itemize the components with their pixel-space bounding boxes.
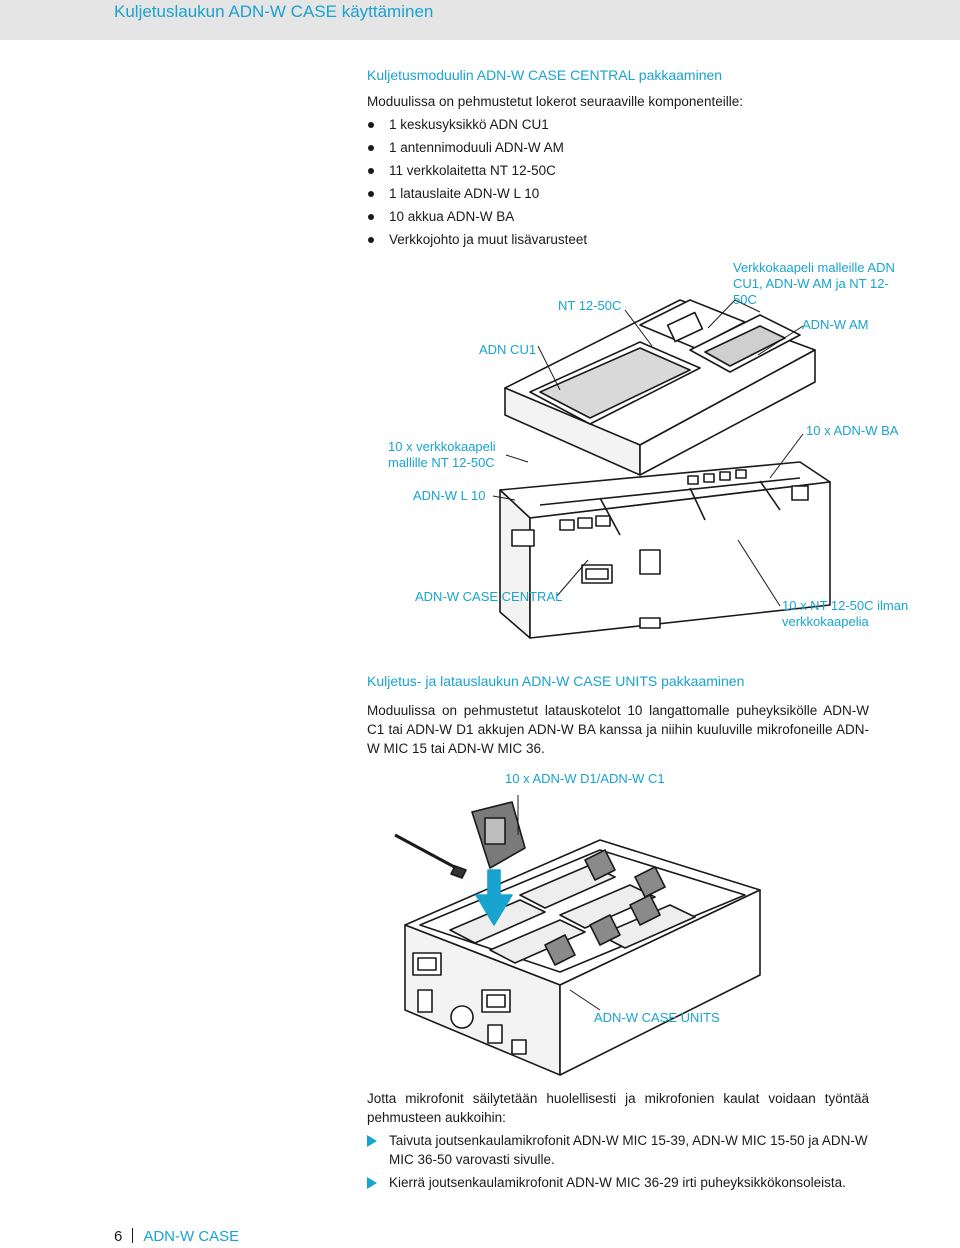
step-text: Taivuta joutsenkaulamikrofonit ADN-W MIC… bbox=[389, 1133, 868, 1167]
section-intro: Moduulissa on pehmustetut lokerot seuraa… bbox=[367, 94, 743, 109]
list-item: 1 antennimoduuli ADN-W AM bbox=[367, 136, 587, 159]
page-number: 6 bbox=[114, 1228, 123, 1245]
list-item: 10 akkua ADN-W BA bbox=[367, 205, 587, 228]
label-case-units: ADN-W CASE UNITS bbox=[594, 1010, 720, 1025]
header-bar: Kuljetuslaukun ADN-W CASE käyttäminen bbox=[0, 0, 960, 40]
step-text: Kierrä joutsenkaulamikrofonit ADN-W MIC … bbox=[389, 1175, 846, 1190]
label-verkkokaapeli-left: 10 x verkkokaapeli mallille NT 12-50C bbox=[388, 439, 496, 470]
instruction-steps: Taivuta joutsenkaulamikrofonit ADN-W MIC… bbox=[367, 1131, 869, 1196]
step-arrow-icon bbox=[367, 1135, 377, 1147]
page-header-title: Kuljetuslaukun ADN-W CASE käyttäminen bbox=[114, 2, 434, 21]
case-central-illustration bbox=[492, 299, 831, 639]
section-units-text: Moduulissa on pehmustetut latauskotelot … bbox=[367, 703, 869, 756]
case-units-illustration bbox=[394, 795, 761, 1076]
list-item: 1 latauslaite ADN-W L 10 bbox=[367, 182, 587, 205]
footer-product: ADN-W CASE bbox=[143, 1228, 240, 1245]
section-mic-text: Jotta mikrofonit säilytetään huolellises… bbox=[367, 1091, 869, 1125]
label-nt-without-cable: 10 x NT 12-50C ilman verkkokaapelia bbox=[782, 598, 909, 629]
label-verkkokaapeli-top: Verkkokaapeli malleille ADN CU1, ADN-W A… bbox=[733, 260, 895, 307]
label-case-central: ADN-W CASE CENTRAL bbox=[415, 589, 563, 604]
label-adn-w-ba: 10 x ADN-W BA bbox=[806, 423, 899, 438]
label-adn-w-am: ADN-W AM bbox=[802, 317, 869, 332]
page-footer: 6 ADN-W CASE bbox=[114, 1228, 239, 1245]
section-heading-central: Kuljetusmoduulin ADN-W CASE CENTRAL pakk… bbox=[367, 67, 723, 83]
list-item: 1 keskusyksikkö ADN CU1 bbox=[367, 113, 587, 136]
list-item: 11 verkkolaitetta NT 12-50C bbox=[367, 159, 587, 182]
label-adn-w-l10: ADN-W L 10 bbox=[413, 488, 486, 503]
footer-divider bbox=[132, 1228, 134, 1243]
section-heading-units: Kuljetus- ja latauslaukun ADN-W CASE UNI… bbox=[367, 673, 745, 689]
list-item: Verkkojohto ja muut lisävarusteet bbox=[367, 228, 587, 251]
instruction-step: Taivuta joutsenkaulamikrofonit ADN-W MIC… bbox=[367, 1131, 869, 1169]
instruction-step: Kierrä joutsenkaulamikrofonit ADN-W MIC … bbox=[367, 1173, 869, 1192]
component-list: 1 keskusyksikkö ADN CU1 1 antennimoduuli… bbox=[367, 113, 587, 251]
label-units-count: 10 x ADN-W D1/ADN-W C1 bbox=[505, 771, 665, 786]
label-adn-cu1: ADN CU1 bbox=[479, 342, 537, 357]
label-nt-12-50c: NT 12-50C bbox=[558, 298, 622, 313]
step-arrow-icon bbox=[367, 1177, 377, 1189]
